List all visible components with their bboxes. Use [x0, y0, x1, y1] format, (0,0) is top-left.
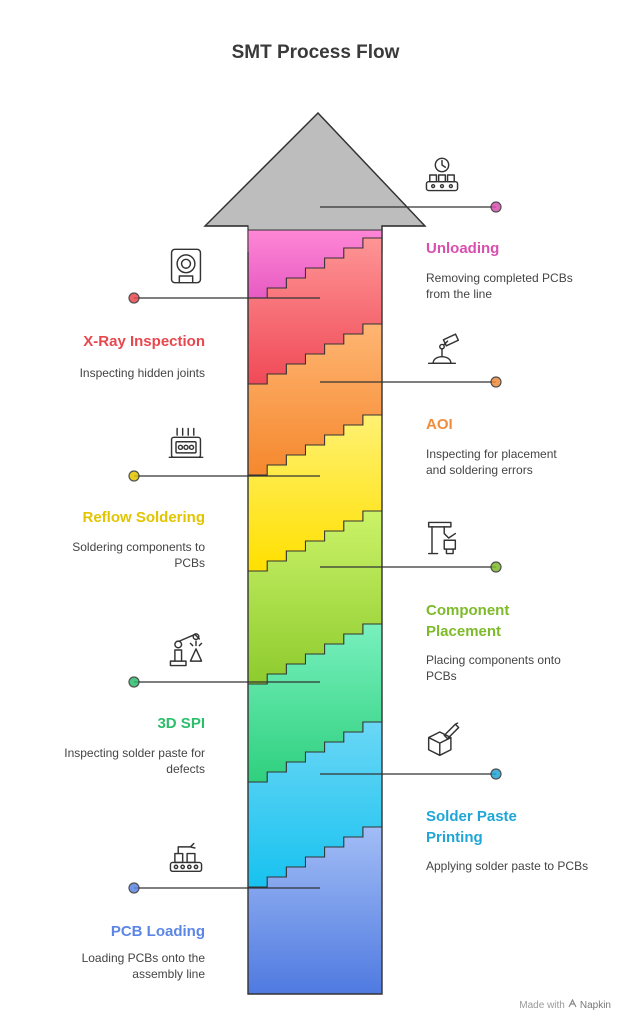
step-title: Unloading — [426, 240, 500, 257]
footer-prefix: Made with — [519, 999, 565, 1011]
step-description: Removing completed PCBs from the line — [426, 271, 573, 301]
conveyor-robot-icon — [166, 838, 206, 878]
napkin-logo-icon — [568, 998, 577, 1011]
footer-brand: Napkin — [579, 999, 611, 1011]
connector-dot — [490, 201, 502, 213]
step-description: Inspecting for placement and soldering e… — [426, 447, 557, 477]
step-title: 3D SPI — [157, 715, 205, 732]
step-title: Component Placement — [426, 602, 510, 640]
reflow-oven-icon — [166, 424, 206, 464]
step-description: Soldering components to PCBs — [72, 540, 205, 570]
page-title: SMT Process Flow — [231, 42, 400, 63]
connector-dot — [128, 292, 140, 304]
step-title: Reflow Soldering — [82, 509, 205, 526]
step-title: X-Ray Inspection — [83, 333, 205, 350]
connector-dot — [128, 470, 140, 482]
step-description: Applying solder paste to PCBs — [426, 859, 589, 873]
step-description: Placing components onto PCBs — [426, 653, 561, 683]
arrow-outline — [203, 111, 427, 995]
timed-conveyor-icon — [422, 155, 462, 195]
step-title: PCB Loading — [110, 923, 205, 940]
footer-credit: Made with Napkin — [519, 998, 611, 1011]
connector-dot — [128, 676, 140, 688]
pick-place-icon — [422, 518, 462, 558]
connector-dot — [490, 768, 502, 780]
process-band-8 — [247, 228, 383, 299]
step-description: Inspecting hidden joints — [79, 366, 205, 380]
step-description: Loading PCBs onto the assembly line — [81, 951, 205, 981]
connector-dot — [490, 561, 502, 573]
robot-arm-icon — [166, 630, 206, 670]
step-title: AOI — [426, 416, 453, 433]
paste-dispenser-icon — [422, 722, 462, 762]
connector-dot — [490, 376, 502, 388]
connector-dot — [128, 882, 140, 894]
step-title: Solder Paste Printing — [426, 808, 517, 846]
step-description: Inspecting solder paste for defects — [64, 746, 205, 776]
camera-inspection-icon — [422, 330, 462, 370]
xray-scanner-icon — [166, 246, 206, 286]
